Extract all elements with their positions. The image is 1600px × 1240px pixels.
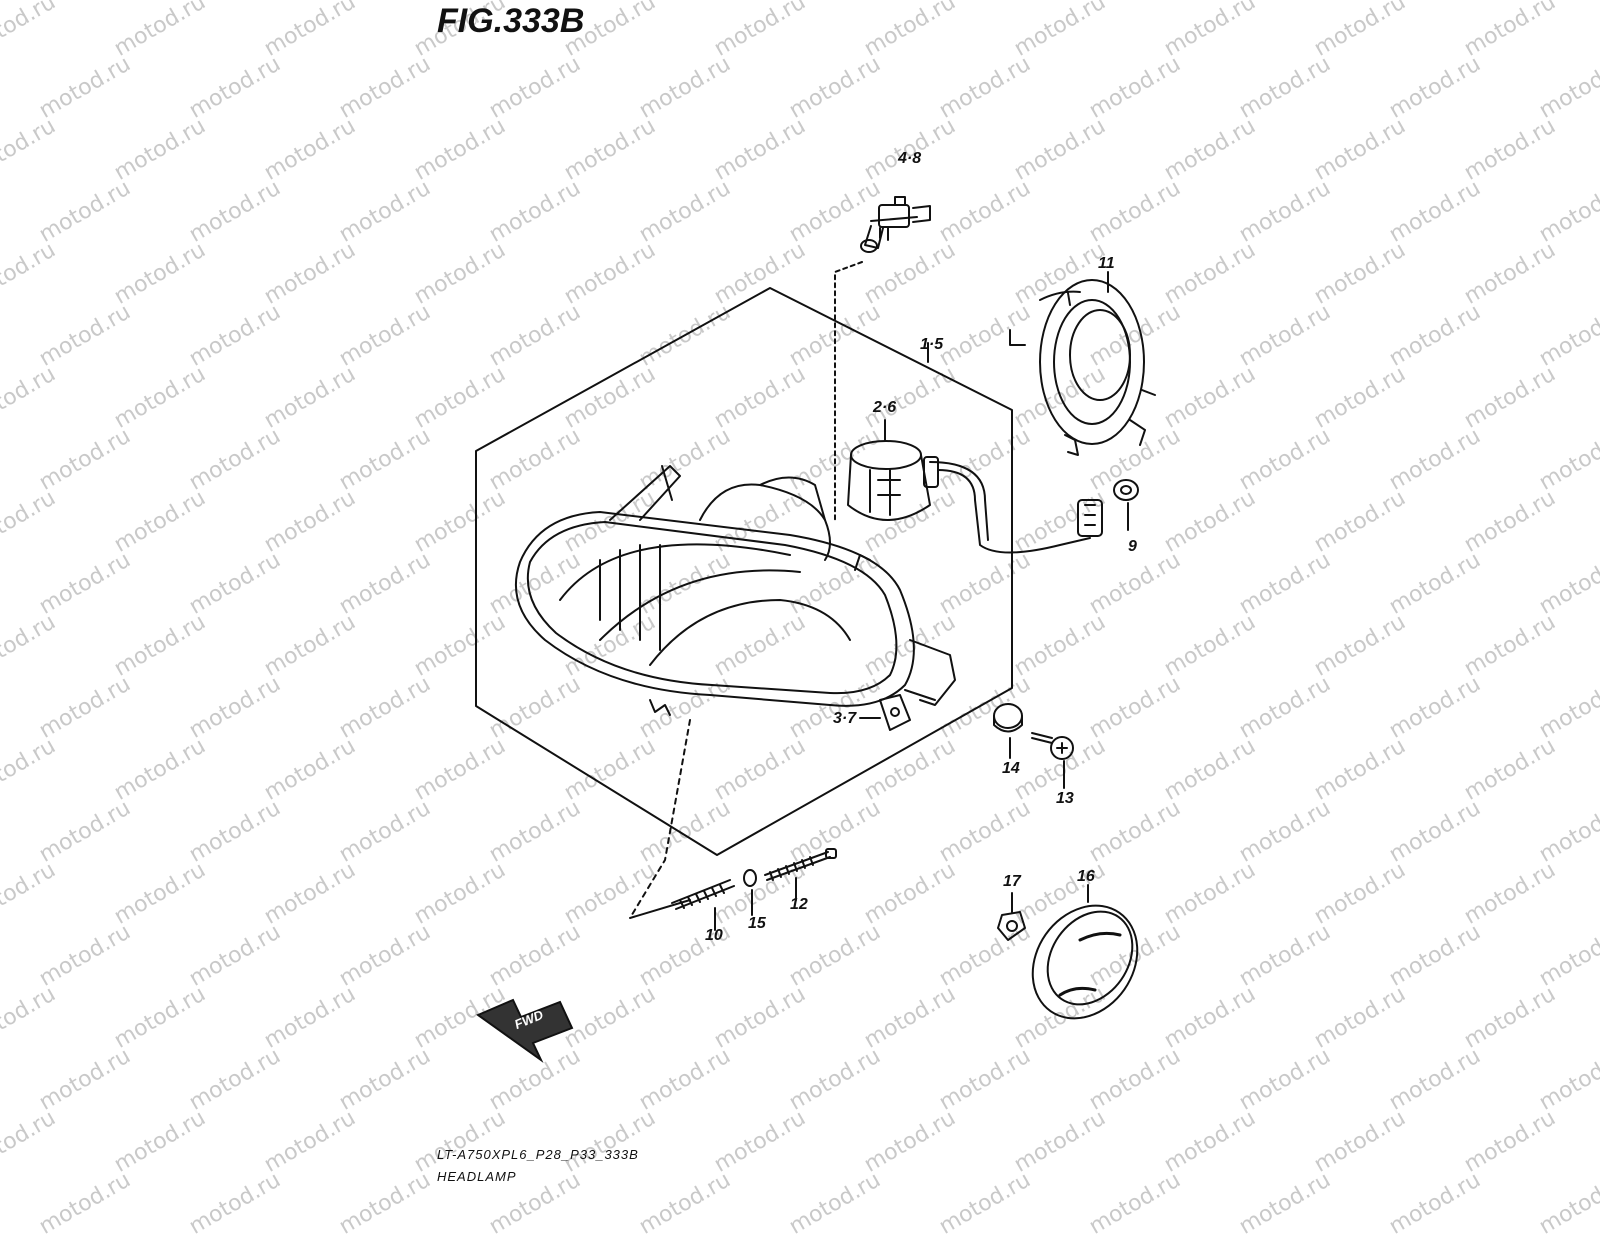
cover-part xyxy=(1009,279,1156,456)
parts-drawing xyxy=(475,196,1156,1064)
fwd-arrow-icon xyxy=(475,998,574,1064)
bulb-part xyxy=(860,196,931,253)
nut-part xyxy=(993,703,1023,733)
adjuster-leader-line xyxy=(629,899,691,919)
bracket-part xyxy=(859,694,911,731)
grommet-part xyxy=(1113,479,1139,501)
callout-cover: 11 xyxy=(1098,255,1115,272)
adjuster-leader-dashed xyxy=(629,719,691,919)
footer-model-code: LT-A750XPL6_P28_P33_333B xyxy=(437,1147,639,1162)
washer-part xyxy=(743,869,757,887)
bulb-leader xyxy=(834,261,863,521)
callout-adjust-screw: 12 xyxy=(790,896,808,913)
callout-nut: 14 xyxy=(1002,760,1020,777)
callout-cap: 16 xyxy=(1077,868,1095,885)
footer-part-name: HEADLAMP xyxy=(437,1169,517,1184)
spring-part xyxy=(671,879,735,910)
headlamp-body xyxy=(514,465,956,716)
socket-part xyxy=(847,440,1103,554)
callout-cap-nut: 17 xyxy=(1003,873,1021,890)
callout-grommet: 9 xyxy=(1128,538,1137,555)
callout-washer: 15 xyxy=(748,915,766,932)
figure-title: FIG.333B xyxy=(437,2,585,40)
cap-part xyxy=(1031,904,1139,1020)
callout-spring: 10 xyxy=(705,927,723,944)
bolt-part xyxy=(1031,732,1074,760)
callout-socket: 2·6 xyxy=(873,399,897,416)
cap-nut-part xyxy=(997,911,1026,941)
callout-bulb: 4·8 xyxy=(898,150,922,167)
assembly-boundary xyxy=(475,287,1013,856)
callout-headlamp-unit: 1·5 xyxy=(920,336,944,353)
callout-bracket: 3·7 xyxy=(833,710,857,727)
callout-bolt: 13 xyxy=(1056,790,1074,807)
adjust-screw-part xyxy=(764,848,837,881)
